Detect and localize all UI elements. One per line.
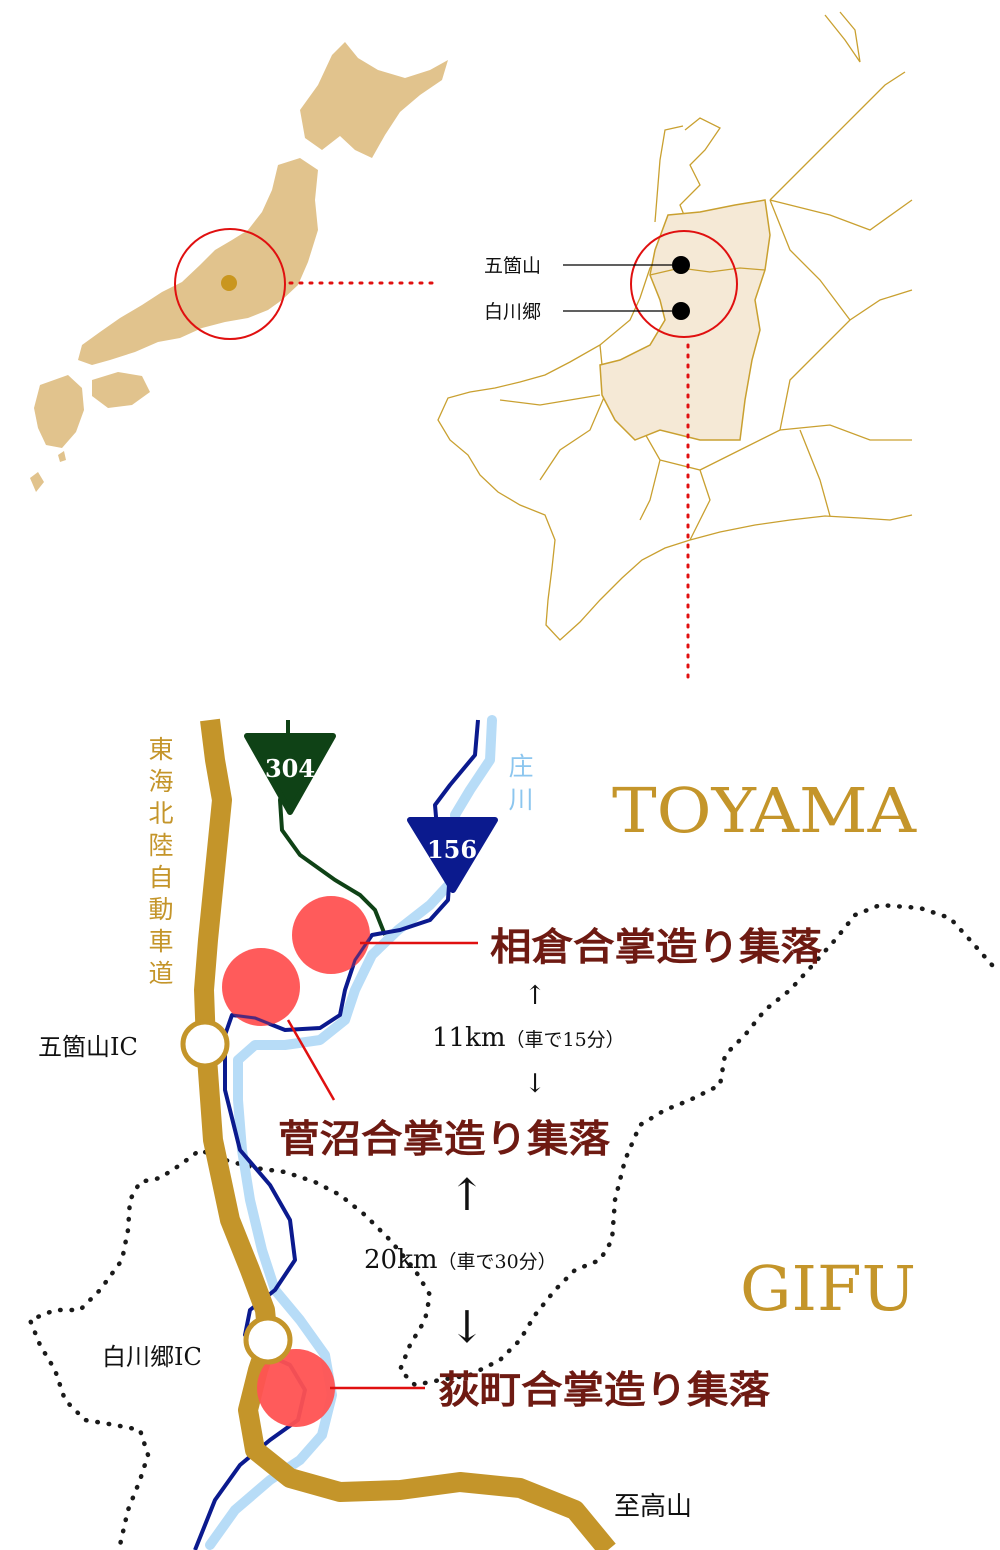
japan-landmass-hokkaido (300, 42, 448, 158)
overview-markers: 五箇山 白川郷 (484, 255, 690, 323)
upper-distance-main: 11km (432, 1023, 506, 1053)
river-label-char: 川 (508, 785, 533, 814)
gokayama-ic-label: 五箇山IC (38, 1033, 138, 1061)
lower-distance-main: 20km (364, 1245, 438, 1275)
route-156-number: 156 (427, 835, 477, 864)
route-156-overlay (231, 934, 374, 1032)
toyama-gifu-border (649, 267, 766, 276)
highlighted-prefectures (599, 199, 771, 441)
destination-takayama-label: 至高山 (614, 1492, 692, 1522)
lower-arrow-down: ↓ (449, 1302, 486, 1353)
expressway-label-char: 北 (148, 799, 173, 828)
gokayama-dot (672, 256, 690, 274)
japan-landmass-islands (30, 451, 66, 492)
region-highlight-circle (174, 228, 286, 340)
expressway-label-char: 自 (148, 863, 173, 892)
ainokura-village-marker (292, 896, 370, 974)
river-label: 庄 川 (508, 752, 533, 814)
shirakawago-dot (672, 302, 690, 320)
upper-distance-note: （車で15分） (506, 1029, 625, 1051)
prefecture-label-toyama: TOYAMA (612, 774, 917, 847)
ogimachi-village-marker (257, 1349, 335, 1427)
expressway-label: 東 海 北 陸 自 動 車 道 (148, 735, 173, 988)
shirakawago-overview-label: 白川郷 (484, 301, 541, 323)
route-156-shield: 156 (407, 817, 498, 893)
route-map: 304 156 東 海 北 陸 自 動 車 道 (27, 715, 995, 1550)
ogimachi-village-label: 荻町合掌造り集落 (438, 1367, 771, 1412)
japan-landmass-shikoku (92, 372, 150, 408)
expressway-label-char: 道 (148, 959, 173, 988)
region-detail-map (437, 11, 913, 641)
upper-arrow-down: ↓ (524, 1069, 546, 1099)
lower-arrow-up: ↑ (449, 1170, 486, 1221)
expressway-label-char: 東 (148, 735, 173, 764)
northeast-coast-outline (769, 11, 906, 201)
gokayama-ic-marker (180, 1019, 230, 1069)
shirakawago-ic-label: 白川郷IC (102, 1343, 202, 1371)
prefecture-border-line (27, 902, 995, 1548)
upper-distance-label: 11km（車で15分） (432, 1023, 625, 1053)
japan-overview-map (30, 42, 448, 492)
ainokura-village-label: 相倉合掌造り集落 (490, 924, 823, 969)
lower-distance-note: （車で30分） (438, 1251, 557, 1273)
shirakawago-ic-marker (243, 1315, 293, 1365)
region-dot (221, 275, 237, 291)
prefecture-label-gifu: GIFU (740, 1252, 916, 1325)
route-304-shield: 304 (244, 733, 336, 815)
expressway-label-char: 車 (148, 927, 173, 956)
upper-arrow-up: ↑ (524, 981, 546, 1011)
noto-peninsula-outline (654, 125, 684, 223)
prefecture-borders (499, 199, 913, 541)
river-label-char: 庄 (508, 752, 533, 781)
japan-landmass-honshu (78, 158, 318, 365)
suganuma-village-marker (222, 948, 300, 1026)
route-304-number: 304 (265, 754, 315, 783)
suganuma-leader-line (286, 1019, 336, 1101)
region-zoom-circle (630, 230, 738, 338)
expressway-label-char: 海 (148, 767, 173, 796)
expressway-label-char: 陸 (148, 831, 173, 860)
lower-distance-label: 20km（車で30分） (364, 1245, 557, 1275)
gokayama-overview-label: 五箇山 (484, 255, 541, 277)
suganuma-village-label: 菅沼合掌造り集落 (278, 1116, 611, 1161)
japan-landmass-kyushu (34, 375, 84, 448)
expressway-label-char: 動 (148, 895, 173, 924)
